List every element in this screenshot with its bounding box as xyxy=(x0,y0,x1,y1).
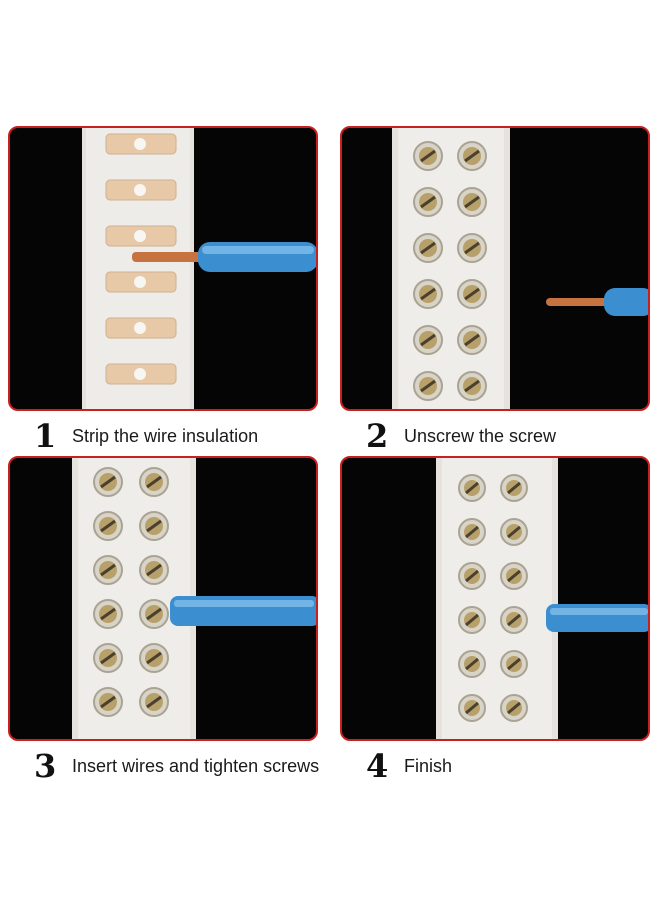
step-4-number: 4 xyxy=(366,747,389,785)
step-4-caption: 4 Finish xyxy=(366,746,452,786)
terminal-strip-image xyxy=(436,458,648,739)
step-4-label: Finish xyxy=(404,755,453,776)
step-1-photo xyxy=(8,126,318,411)
step-2-caption: 2 Unscrew the screw xyxy=(366,416,556,456)
blue-wire-image xyxy=(604,288,648,316)
step-4-photo xyxy=(340,456,650,741)
step-2-number: 2 xyxy=(366,417,389,455)
copper-core xyxy=(132,252,202,262)
step-1-number: 1 xyxy=(34,417,57,455)
step-3-caption: 3 Insert wires and tighten screws xyxy=(34,746,319,786)
step-1-label: Strip the wire insulation xyxy=(72,425,259,446)
step-3-photo xyxy=(8,456,318,741)
terminal-strip-image xyxy=(82,128,316,409)
copper-core xyxy=(546,298,608,306)
step-3-number: 3 xyxy=(34,747,57,785)
terminal-strip-image xyxy=(72,458,316,739)
step-1-caption: 1 Strip the wire insulation xyxy=(34,416,258,456)
step-2-label: Unscrew the screw xyxy=(404,425,557,446)
step-2-photo xyxy=(340,126,650,411)
step-3-label: Insert wires and tighten screws xyxy=(72,755,320,776)
terminal-strip-image xyxy=(392,128,648,409)
